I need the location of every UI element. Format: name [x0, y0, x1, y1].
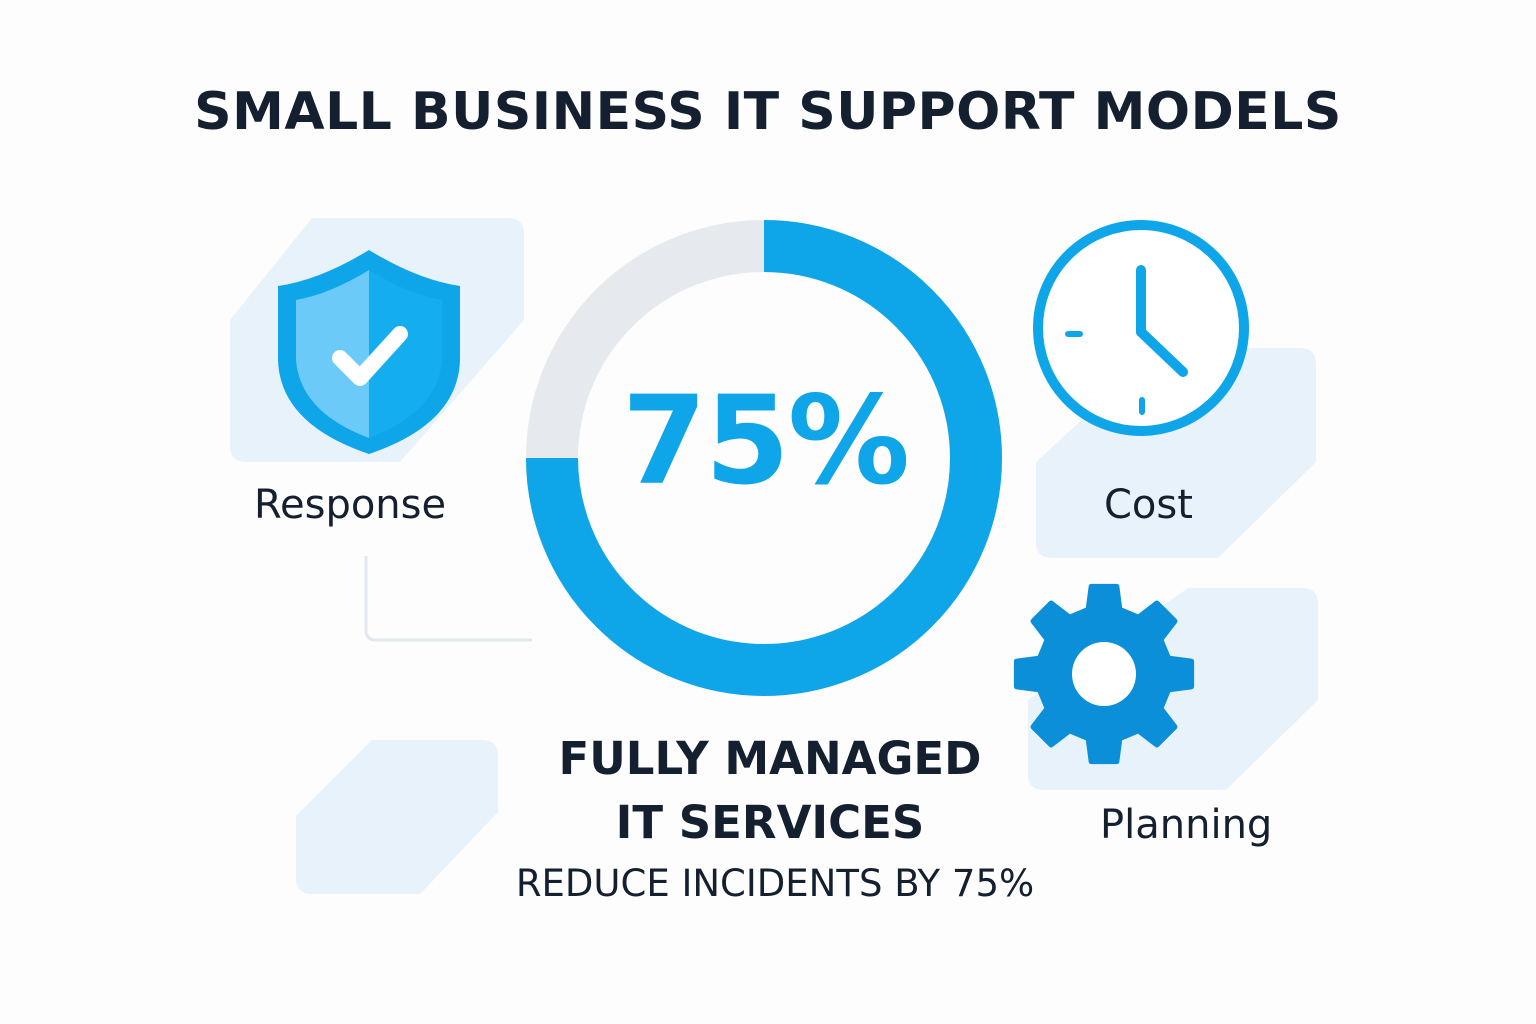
gear-hole — [1072, 642, 1136, 706]
panel-bottom-left — [296, 740, 498, 894]
page-title: SMALL BUSINESS IT SUPPORT MODELS — [194, 82, 1342, 142]
percentage-value: 75% — [621, 370, 910, 512]
connector-line — [364, 556, 532, 642]
feature-label-planning: Planning — [1100, 802, 1273, 848]
subline: REDUCE INCIDENTS BY 75% — [515, 862, 1035, 905]
headline-line-2: IT SERVICES — [615, 796, 925, 849]
clock-icon — [1033, 220, 1249, 436]
headline-line-1: FULLY MANAGED — [558, 732, 982, 785]
feature-label-cost: Cost — [1104, 482, 1193, 528]
feature-label-response: Response — [254, 482, 447, 528]
ring-progress — [526, 220, 1002, 696]
gear-icon — [1013, 583, 1195, 765]
shield-check-icon — [278, 250, 460, 454]
